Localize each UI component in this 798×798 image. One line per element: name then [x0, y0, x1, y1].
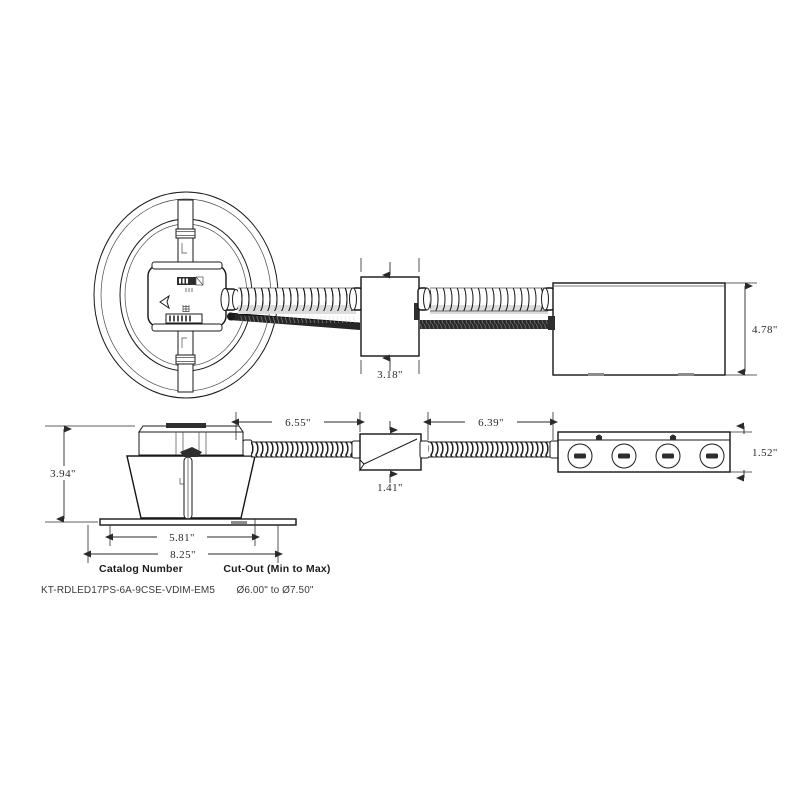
junction-box-top-view	[349, 276, 431, 357]
dimension-label-4-78: 4.78"	[752, 324, 778, 336]
dimension-label-1-41: 1.41"	[377, 482, 403, 494]
junction-box-side-view	[351, 433, 430, 472]
recessed-can-top-view	[93, 191, 279, 399]
power-cable-top	[227, 312, 361, 330]
side-elevation-group: 6.55" 6.39" 1.41" 1.	[40, 412, 778, 563]
dimension-label-3-94: 3.94"	[50, 468, 76, 480]
flex-conduit-right-top	[430, 287, 548, 314]
dimension-label-1-52: 1.52"	[752, 447, 778, 459]
jbox-gland-left	[349, 287, 363, 311]
table-header-cutout: Cut-Out (Min to Max)	[223, 563, 330, 575]
dimension-label-3-18: 3.18"	[377, 369, 403, 381]
emergency-battery-pack-top-view	[541, 282, 726, 376]
table-header-catalog-number: Catalog Number	[99, 563, 183, 575]
table-cell-catalog-number: KT-RDLED17PS-6A-9CSE-VDIM-EM5	[41, 585, 215, 596]
dimension-battery-thickness: 1.52"	[730, 422, 778, 482]
housing-detail-glyphs	[159, 276, 204, 324]
dimension-label-5-81: 5.81"	[169, 532, 195, 544]
dimension-junction-box-width: 3.18"	[360, 258, 420, 381]
dimension-fixture-inner-diameter: 5.81"	[105, 519, 260, 546]
battery-knockouts	[567, 443, 725, 469]
dimension-conduit-left: 6.55"	[231, 412, 365, 440]
recessed-can-side-view	[99, 423, 297, 526]
table-row: KT-RDLED17PS-6A-9CSE-VDIM-EM5 Ø6.00" to …	[41, 585, 314, 596]
spec-table: Catalog Number Cut-Out (Min to Max) KT-R…	[41, 563, 330, 596]
emergency-battery-pack-side-view	[549, 431, 731, 473]
battery-gland-top	[541, 287, 555, 311]
table-cell-cutout-range: Ø6.00" to Ø7.50"	[236, 585, 313, 596]
top-view-group: 3.18" 4.78"	[93, 191, 778, 399]
dimension-fixture-height: 3.94"	[40, 425, 135, 523]
dimension-junction-box-height: 1.41"	[377, 421, 403, 494]
flex-conduit-left-side	[251, 441, 356, 458]
dimension-label-6-39: 6.39"	[478, 417, 504, 429]
conduit-coils-left-overlay	[238, 288, 356, 311]
driver-housing-top	[147, 261, 240, 332]
flex-conduit-right-side	[428, 441, 553, 458]
conduit-gland-fixture	[220, 288, 240, 311]
jbox-gland-right	[417, 287, 431, 311]
dimension-label-8-25: 8.25"	[170, 549, 196, 561]
dimension-battery-height: 4.78"	[725, 282, 778, 376]
power-cable-top-right	[420, 320, 548, 329]
conduit-gland-side	[242, 439, 253, 457]
dimension-conduit-right: 6.39"	[423, 412, 558, 440]
dimension-fixture-flange-diameter: 8.25"	[83, 525, 283, 563]
dimension-label-6-55: 6.55"	[285, 417, 311, 429]
